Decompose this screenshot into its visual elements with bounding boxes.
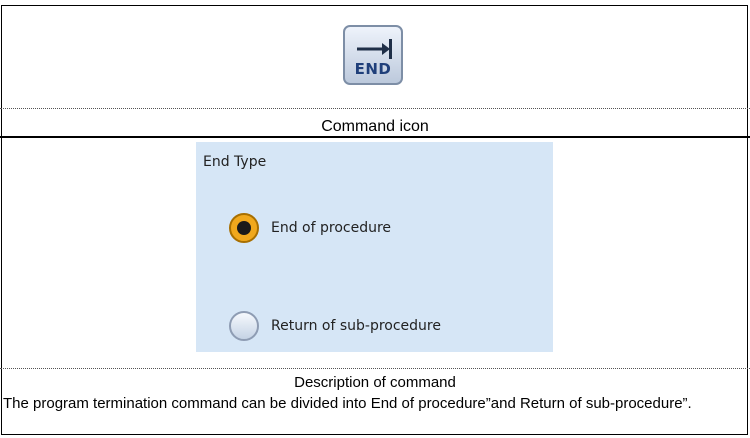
radio-selected-icon[interactable] (229, 213, 259, 243)
option-end-of-procedure[interactable]: End of procedure (229, 211, 391, 245)
option-return-of-sub-procedure[interactable]: Return of sub-procedure (229, 309, 441, 343)
end-type-panel: End Type End of procedure Return of sub-… (196, 142, 553, 352)
radio-unselected-icon[interactable] (229, 311, 259, 341)
command-table (1, 5, 748, 435)
icon-caption: Command icon (321, 118, 429, 135)
option-label: Return of sub-procedure (271, 318, 441, 334)
divider (0, 108, 750, 109)
option-label: End of procedure (271, 220, 392, 236)
description-title: Description of command (294, 374, 456, 391)
end-icon-text: END (354, 60, 392, 78)
panel-title: End Type (203, 154, 267, 170)
divider (0, 368, 750, 369)
arrow-to-bar-icon (357, 39, 392, 59)
description-text: The program termination command can be d… (3, 395, 692, 412)
divider (0, 136, 750, 138)
end-icon: END (343, 25, 403, 85)
